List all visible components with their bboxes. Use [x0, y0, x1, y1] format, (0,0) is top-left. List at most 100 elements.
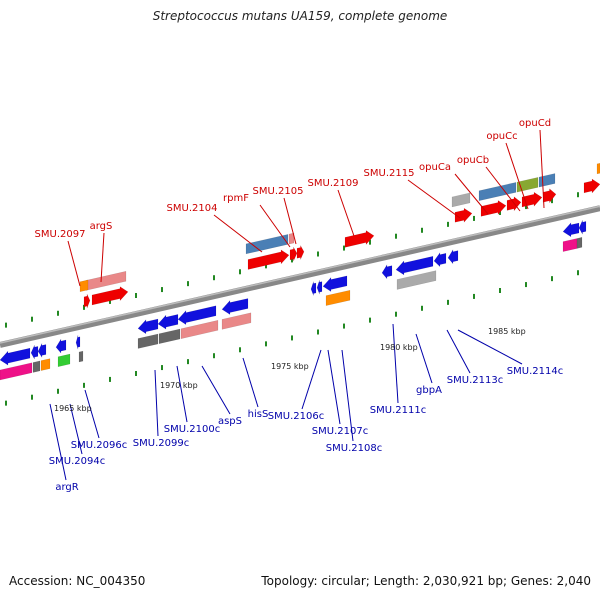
- gene-reverse: [576, 236, 583, 249]
- tick-mark: [551, 276, 553, 282]
- gene-reverse: [325, 289, 351, 306]
- label-leader-line: [176, 365, 188, 423]
- tick-mark: [525, 282, 527, 288]
- label-leader-line: [337, 189, 355, 237]
- tick-mark: [239, 269, 241, 275]
- gene-label: SMU.2094c: [49, 456, 105, 467]
- gene-reverse: [562, 222, 580, 238]
- gene-reverse: [221, 298, 249, 316]
- label-leader-line: [100, 232, 105, 283]
- gene-label: SMU.2097: [35, 229, 86, 240]
- gene-forward: [344, 230, 375, 248]
- tick-mark: [369, 317, 371, 323]
- scale-label: 1985 kbp: [488, 327, 526, 336]
- tick-mark: [31, 394, 33, 400]
- gene-label: SMU.2111c: [370, 405, 426, 416]
- tick-mark: [187, 359, 189, 365]
- label-leader-line: [69, 403, 83, 455]
- gene-reverse: [157, 314, 179, 330]
- label-leader-line: [415, 333, 433, 384]
- gene-layer: [0, 162, 600, 381]
- gene-label: SMU.2114c: [507, 366, 563, 377]
- gene-label: opuCc: [486, 131, 517, 142]
- gene-reverse: [221, 312, 252, 330]
- gene-reverse: [37, 343, 47, 359]
- label-leader-line: [505, 142, 529, 210]
- gene-label: hisS: [248, 409, 269, 420]
- label-leader-line: [485, 166, 521, 212]
- tick-mark: [525, 204, 527, 210]
- tick-mark: [57, 388, 59, 394]
- label-leader-line: [283, 197, 297, 245]
- gene-reverse: [32, 360, 41, 373]
- tick-mark: [369, 239, 371, 245]
- genome-summary-text: Topology: circular; Length: 2,030,921 bp…: [261, 574, 591, 588]
- tick-mark: [395, 311, 397, 317]
- gene-label: argR: [55, 482, 78, 493]
- gene-label: SMU.2108c: [326, 443, 382, 454]
- label-leader-line: [446, 329, 471, 374]
- gene-forward: [596, 162, 600, 175]
- gene-label: aspS: [218, 416, 242, 427]
- tick-mark: [291, 335, 293, 341]
- gene-forward: [538, 173, 556, 188]
- tick-mark: [109, 376, 111, 382]
- gene-label: SMU.2109: [308, 178, 359, 189]
- gene-reverse: [30, 345, 39, 361]
- gene-forward: [478, 182, 517, 202]
- tick-mark: [447, 299, 449, 305]
- label-leader-line: [327, 349, 341, 425]
- gene-label: SMU.2115: [364, 168, 415, 179]
- gene-forward: [480, 199, 507, 217]
- gene-reverse: [137, 333, 159, 349]
- gene-label: SMU.2096c: [71, 440, 127, 451]
- gene-forward: [516, 177, 539, 193]
- label-leader-line: [457, 329, 523, 365]
- scale-label: 1975 kbp: [271, 362, 309, 371]
- scale-label: 1965 kbp: [54, 404, 92, 413]
- tick-mark: [5, 322, 7, 328]
- gene-label: SMU.2113c: [447, 375, 503, 386]
- tick-mark: [551, 198, 553, 204]
- label-leader-line: [201, 365, 231, 415]
- gene-label: SMU.2105: [253, 186, 304, 197]
- gene-reverse: [40, 358, 51, 371]
- tick-mark: [213, 353, 215, 359]
- gene-reverse: [75, 335, 81, 350]
- tick-mark: [161, 287, 163, 293]
- backbone-highlight: [0, 205, 600, 344]
- gene-label: argS: [90, 221, 113, 232]
- label-leader-line: [454, 173, 489, 215]
- gene-reverse: [0, 347, 31, 366]
- gene-reverse: [78, 350, 84, 363]
- label-layer: SMU.2097argSSMU.2104rpmFSMU.2105SMU.2109…: [35, 118, 564, 493]
- gene-reverse: [562, 238, 578, 252]
- tick-mark: [135, 292, 137, 298]
- tick-mark: [83, 382, 85, 388]
- gene-forward: [289, 246, 298, 262]
- gene-label: opuCd: [519, 118, 551, 129]
- label-leader-line: [392, 323, 399, 404]
- gene-reverse: [396, 270, 437, 290]
- tick-mark: [473, 293, 475, 299]
- scale-label: 1970 kbp: [160, 381, 198, 390]
- gene-label: SMU.2104: [167, 203, 218, 214]
- gene-label: SMU.2100c: [164, 424, 220, 435]
- tick-mark: [317, 251, 319, 257]
- label-leader-line: [213, 214, 263, 253]
- label-leader-line: [49, 403, 67, 481]
- tick-mark: [421, 305, 423, 311]
- label-leader-line: [301, 349, 322, 410]
- label-leader-line: [539, 129, 545, 209]
- tick-mark: [265, 341, 267, 347]
- label-leader-line: [242, 357, 259, 408]
- tick-mark: [187, 281, 189, 287]
- tick-mark: [499, 210, 501, 215]
- tick-mark: [473, 215, 475, 221]
- gene-forward: [521, 191, 543, 208]
- gene-label: SMU.2099c: [133, 438, 189, 449]
- gene-forward: [296, 244, 305, 260]
- tick-mark: [577, 192, 579, 198]
- tick-mark: [291, 257, 293, 263]
